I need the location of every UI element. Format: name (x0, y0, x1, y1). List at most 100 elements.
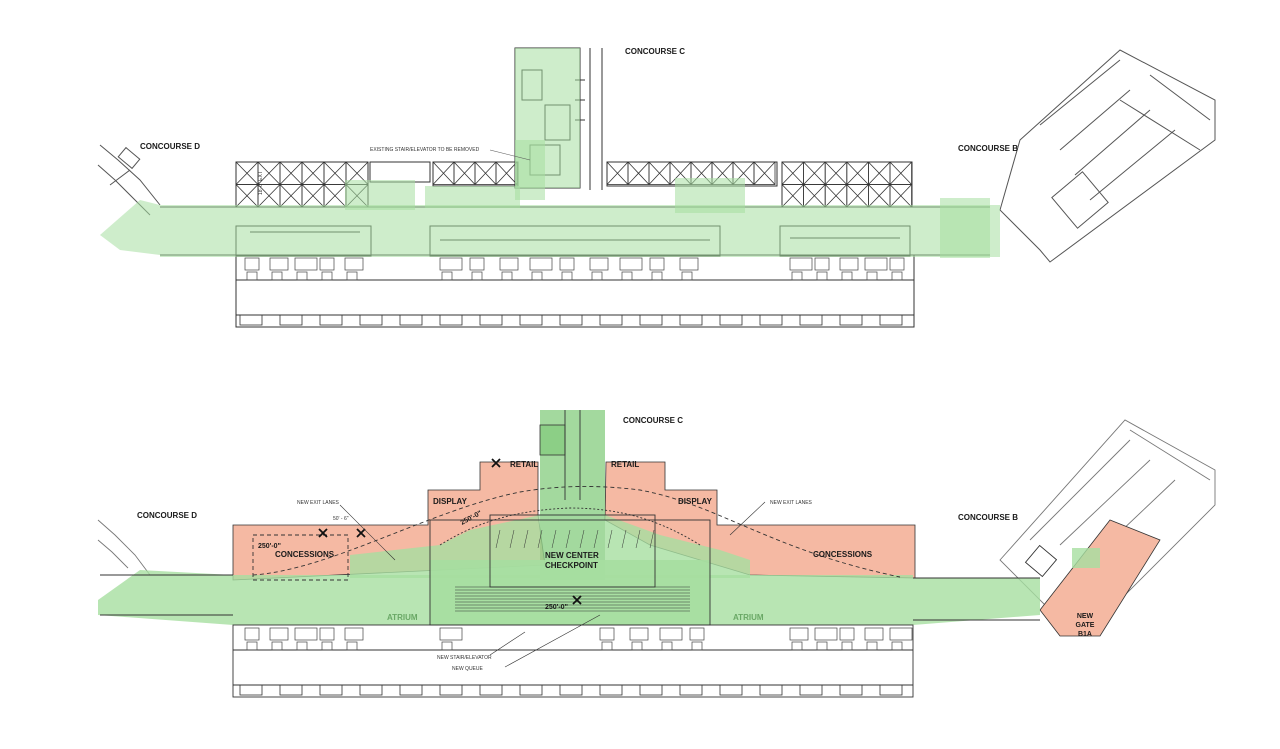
screening-lane-line (607, 529, 613, 549)
room-block (629, 627, 649, 641)
landside-pier (519, 684, 543, 696)
atrium-left-label: ATRIUM (387, 613, 418, 622)
existing-room-blocks (244, 257, 905, 281)
screening-lane-line (635, 529, 641, 549)
room-block (864, 257, 888, 271)
room-block (841, 271, 853, 281)
screening-lane-line (579, 529, 585, 549)
proposed-room-blocks (244, 627, 913, 651)
room-block (499, 257, 519, 271)
x-grid-diagonal (889, 184, 912, 208)
landside-pier (479, 684, 503, 696)
x-grid-diagonal (301, 184, 325, 208)
room-block (294, 627, 318, 641)
landside-pier (519, 314, 543, 326)
existing-concourse-c-label: CONCOURSE C (625, 47, 685, 56)
landside-pier (679, 684, 703, 696)
landside-pier (639, 314, 663, 326)
landside-pier (599, 314, 623, 326)
landside-pier (439, 314, 463, 326)
landside-pier (279, 684, 303, 696)
proposed-stem-green (539, 424, 566, 456)
screening-lane-line (537, 529, 543, 549)
x-grid-diagonal (846, 184, 869, 208)
room-block (296, 641, 308, 651)
x-grid-diagonal (889, 161, 912, 185)
room-block (659, 627, 683, 641)
room-block (619, 257, 643, 271)
room-block (439, 257, 463, 271)
room-block (816, 271, 828, 281)
room-block (889, 257, 905, 271)
proposed-concourse-d-label: CONCOURSE D (137, 511, 197, 520)
landside-pier (719, 684, 743, 696)
landside-pier (879, 684, 903, 696)
room-block (679, 257, 699, 271)
room-block (689, 627, 705, 641)
x-grid-diagonal (235, 184, 259, 208)
room-block (841, 641, 853, 651)
x-grid-diagonal (803, 161, 826, 185)
room-block (889, 627, 913, 641)
room-block (839, 627, 855, 641)
room-block (621, 271, 633, 281)
x-grid-diagonal (824, 161, 848, 185)
screening-lane-line (649, 529, 655, 549)
landside-pier (839, 314, 863, 326)
room-block (441, 271, 453, 281)
screening-lane-line (509, 529, 515, 549)
atrium-right-label: ATRIUM (733, 613, 764, 622)
landside-pier (679, 314, 703, 326)
new-queue-label: NEW QUEUE (452, 666, 484, 672)
x-grid-diagonal (781, 184, 804, 208)
room-block (321, 271, 333, 281)
existing-stair-leader (489, 149, 531, 161)
display-left-label: DISPLAY (433, 497, 468, 506)
x-grid-diagonal (279, 161, 303, 185)
room-block (866, 641, 878, 651)
x-grid-cell (753, 161, 776, 185)
proposed-floor-plan: CONCOURSE C CONCOURSE D CONCOURSE B RETA… (97, 410, 1216, 698)
room-block (246, 271, 258, 281)
concessions-left-label: CONCESSIONS (275, 550, 335, 559)
proposed-x-marks (318, 458, 582, 605)
room-block (244, 627, 260, 641)
x-grid-diagonal (753, 161, 776, 185)
existing-vertical-dimension: 18'-0" EXT (258, 171, 264, 195)
room-block (601, 641, 613, 651)
landside-pier (239, 314, 263, 326)
x-grid-diagonal (235, 161, 259, 185)
room-block (346, 271, 358, 281)
x-grid-diagonal (279, 184, 303, 208)
landside-pier (399, 314, 423, 326)
room-block (791, 271, 803, 281)
room-block (891, 271, 903, 281)
room-block (439, 627, 463, 641)
gate-label-line2: GATE (1076, 622, 1095, 629)
dim-250-center: 250'-0" (545, 604, 568, 611)
room-block (661, 641, 673, 651)
room-block (344, 627, 364, 641)
new-stair-elevator-label: NEW STAIR/ELEVATOR (437, 655, 492, 661)
gate-label-line1: NEW (1077, 613, 1094, 620)
room-block (344, 257, 364, 271)
room-block (649, 257, 665, 271)
x-grid-diagonal (868, 184, 891, 208)
display-right-label: DISPLAY (678, 497, 713, 506)
existing-landside-piers (239, 314, 903, 326)
x-grid-diagonal (648, 161, 671, 185)
new-gate-zone (1039, 519, 1161, 637)
landside-pier (639, 684, 663, 696)
room-block (891, 641, 903, 651)
room-block (529, 257, 553, 271)
x-grid-diagonal (301, 161, 325, 185)
proposed-landside-piers (239, 684, 903, 696)
landside-pier (319, 314, 343, 326)
x-grid-diagonal (432, 161, 455, 185)
existing-concourse-d-label: CONCOURSE D (140, 142, 200, 151)
room-block (814, 627, 838, 641)
room-block (246, 641, 258, 651)
existing-concourse-b-wing (999, 49, 1216, 263)
x-grid-diagonal (846, 161, 869, 185)
